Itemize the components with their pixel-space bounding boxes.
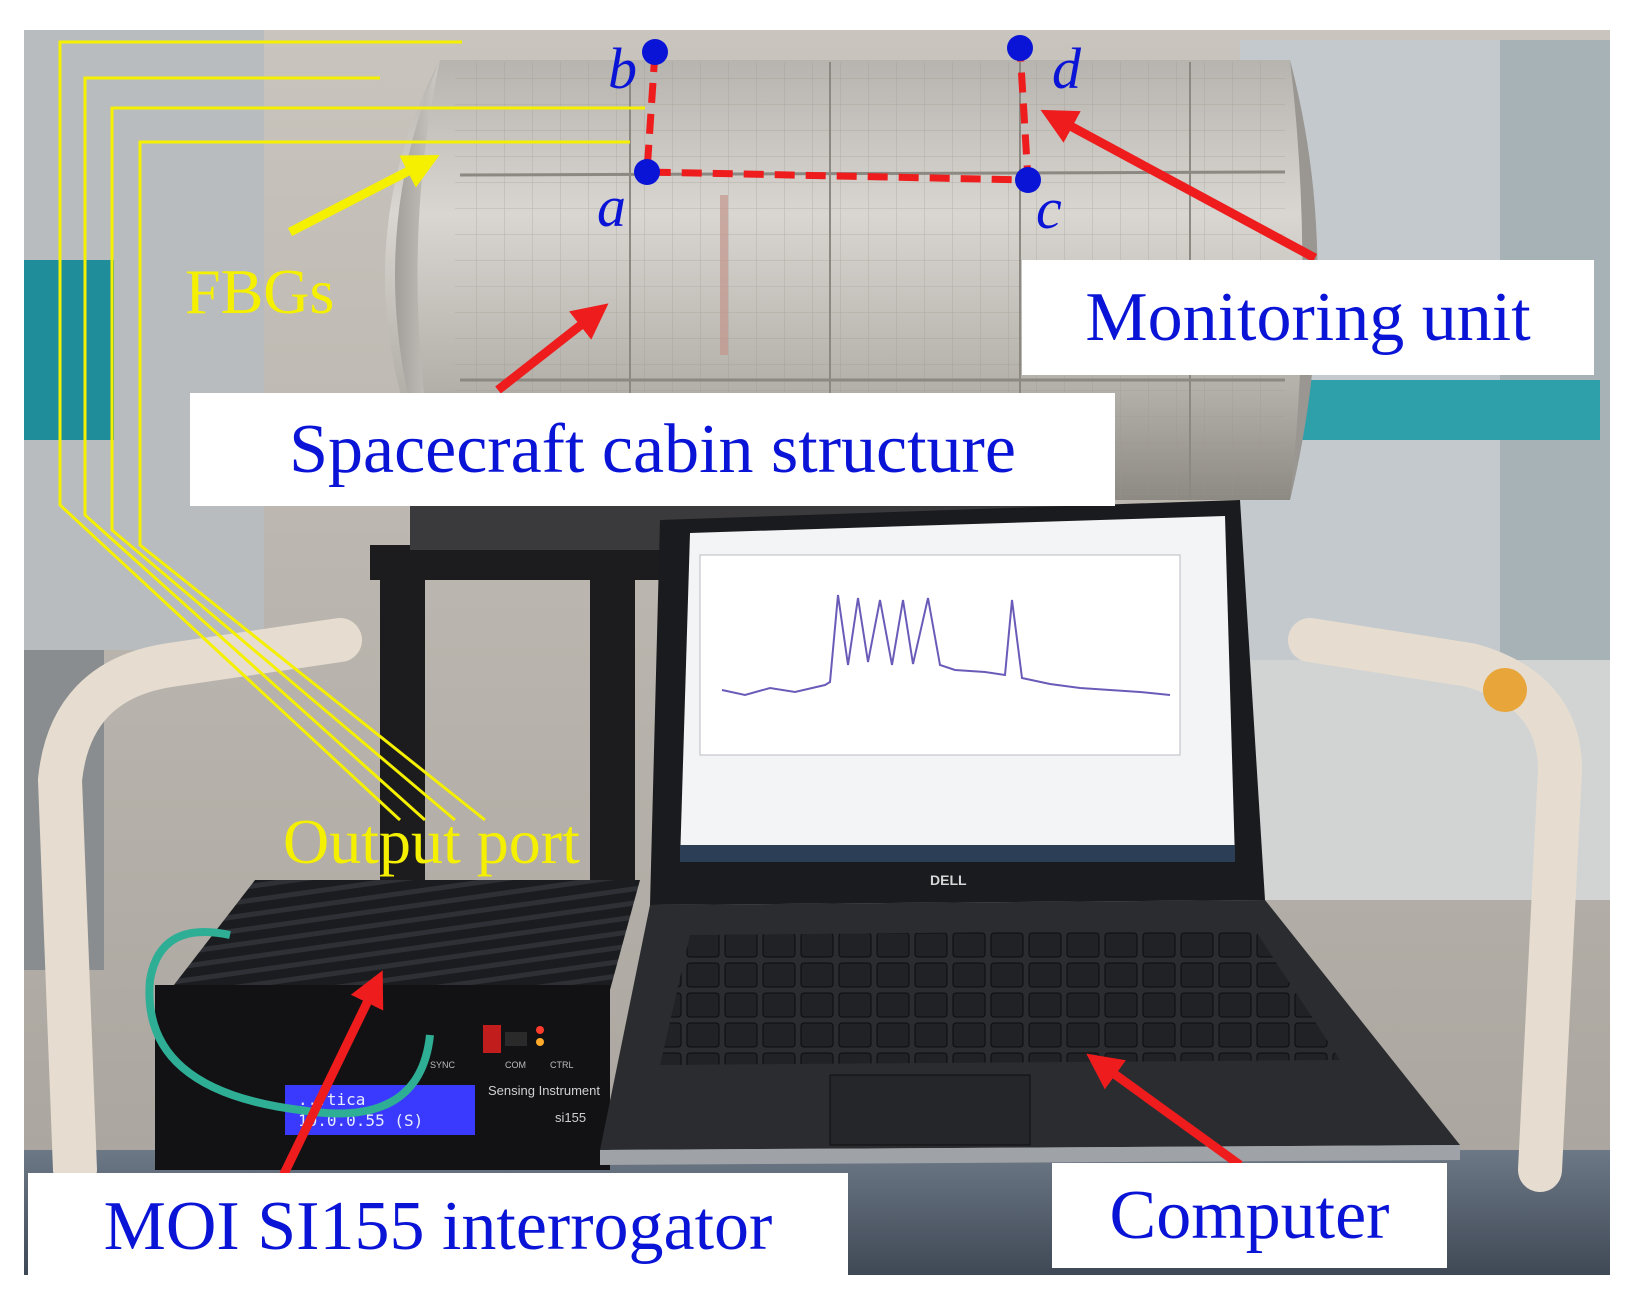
marker-dot-a <box>634 159 660 185</box>
port-label-ctrl: CTRL <box>550 1060 574 1070</box>
interrogator-arrow <box>277 970 384 1180</box>
interrogator-label: MOI SI155 interrogator <box>103 1188 773 1265</box>
cart-handles <box>37 618 1583 1192</box>
port-label-sync: SYNC <box>430 1060 456 1070</box>
cabin-label-box: Spacecraft cabin structure <box>190 393 1115 506</box>
monitoring-unit-arrow <box>1040 109 1318 262</box>
point-label-b: b <box>608 36 637 101</box>
interrogator-device: ...tica 10.0.0.55 (S) Sensing Instrument… <box>145 880 640 1170</box>
fbgs-arrow <box>287 155 440 237</box>
spectrum-trace <box>721 594 1171 697</box>
lcd-line-1: ...tica <box>298 1090 365 1109</box>
monitoring-unit-label-box: Monitoring unit <box>1022 260 1594 375</box>
cabin-label: Spacecraft cabin structure <box>289 410 1016 488</box>
computer-label-box: Computer <box>1052 1163 1447 1268</box>
marker-dot-c <box>1015 167 1041 193</box>
point-label-a: a <box>597 174 626 239</box>
laptop: DELL <box>600 500 1460 1165</box>
interrogator-label-box: MOI SI155 interrogator <box>28 1173 848 1281</box>
marker-dot-d <box>1007 35 1033 61</box>
monitoring-unit-boundary <box>643 47 1032 184</box>
fiber-lines <box>58 40 645 822</box>
instrument-caption: Sensing Instrument <box>488 1083 600 1098</box>
instrument-model: si155 <box>555 1110 586 1125</box>
cabin-arrow <box>495 303 609 394</box>
computer-label: Computer <box>1109 1176 1390 1254</box>
laptop-brand: DELL <box>930 872 967 888</box>
output-port-label: Output port <box>283 806 580 877</box>
port-label-com: COM <box>505 1060 526 1070</box>
point-label-d: d <box>1052 36 1081 101</box>
point-label-c: c <box>1036 176 1062 241</box>
marker-dot-b <box>642 39 668 65</box>
computer-arrow <box>1086 1053 1243 1169</box>
monitoring-unit-label: Monitoring unit <box>1085 278 1531 356</box>
fbgs-label: FBGs <box>185 256 335 327</box>
